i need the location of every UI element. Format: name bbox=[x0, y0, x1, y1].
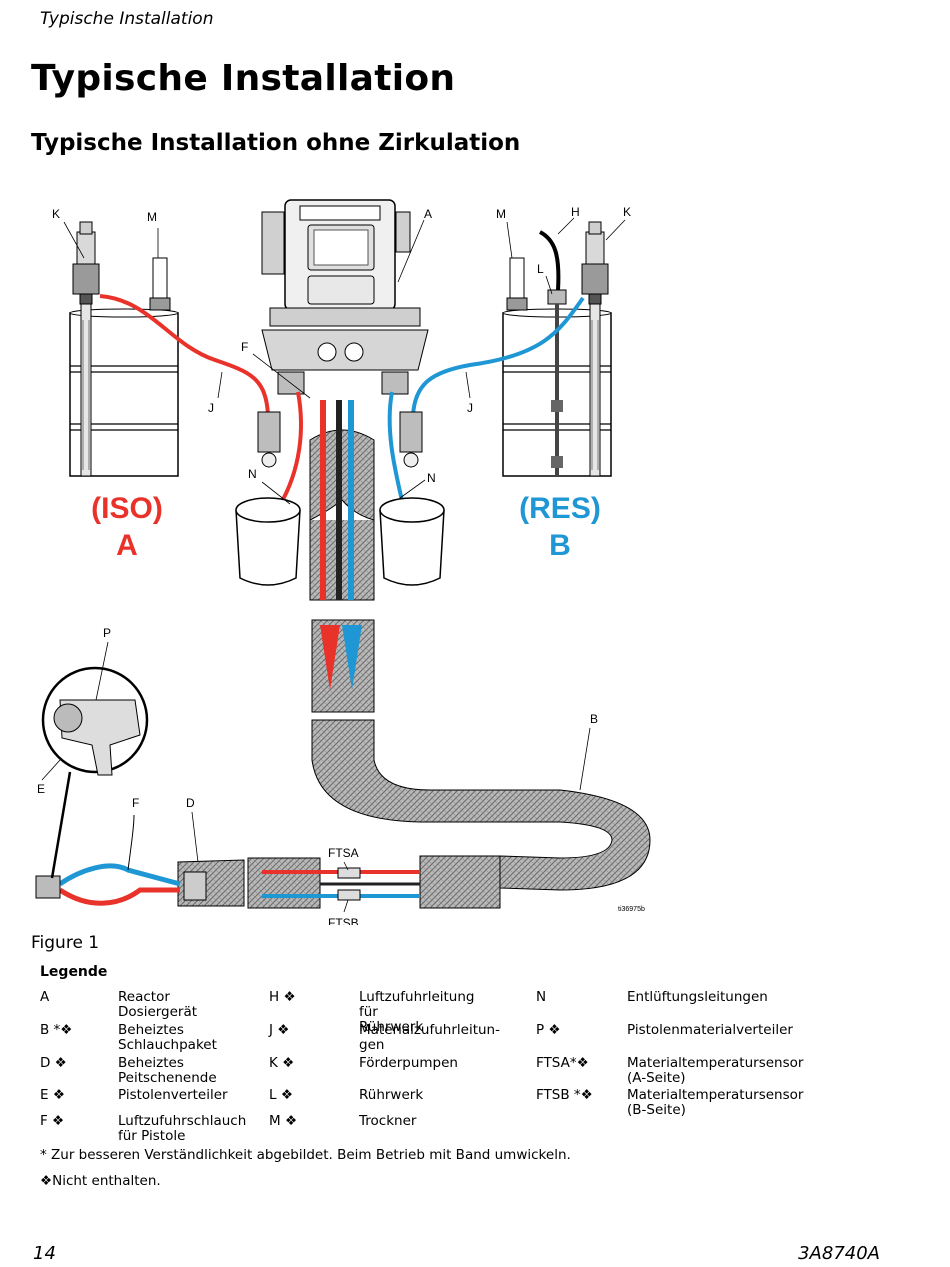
whip-hose-assembly bbox=[177, 855, 501, 909]
legend-text: Beheiztes Peitschenende bbox=[118, 1055, 217, 1086]
callout-p: P bbox=[103, 626, 111, 640]
callout-ftsa: FTSA bbox=[328, 846, 359, 860]
legend-text: Entlüftungsleitungen bbox=[627, 989, 768, 1005]
document-number: 3A8740A bbox=[798, 1243, 880, 1264]
callout-m-left: M bbox=[147, 210, 157, 224]
legend-key: J ❖ bbox=[269, 1022, 290, 1038]
legend-text: Pistolenmaterialverteiler bbox=[627, 1022, 793, 1038]
section-title: Typische Installation ohne Zirkulation bbox=[31, 130, 521, 156]
drawing-id: ti36975b bbox=[618, 906, 645, 913]
callout-f-bottom: F bbox=[132, 796, 139, 810]
callout-d: D bbox=[186, 796, 195, 810]
gun-air-hose bbox=[35, 814, 207, 906]
legend-key: FTSB *❖ bbox=[536, 1087, 593, 1103]
gun-inset bbox=[41, 666, 149, 879]
legend-text: Materialzufuhrleitun- gen bbox=[359, 1022, 500, 1053]
callout-e: E bbox=[37, 782, 45, 796]
legend-key: M ❖ bbox=[269, 1113, 298, 1129]
legend-key: E ❖ bbox=[40, 1087, 65, 1103]
dryer-iso bbox=[149, 257, 171, 311]
callout-n-left: N bbox=[248, 467, 257, 481]
callout-m-right: M bbox=[496, 207, 506, 221]
reactor-proportioner bbox=[261, 199, 429, 395]
callout-k-left: K bbox=[52, 207, 60, 221]
bleed-line-iso bbox=[278, 391, 303, 506]
legend-key: K ❖ bbox=[269, 1055, 295, 1071]
legend-text: Materialtemperatursensor (A-Seite) bbox=[627, 1055, 804, 1086]
legend-text: Luftzufuhrleitung für Rührwerk bbox=[359, 989, 475, 1035]
legend-key: D ❖ bbox=[40, 1055, 67, 1071]
supply-hose-iso bbox=[99, 294, 270, 416]
heated-hose-bundle bbox=[309, 400, 651, 891]
callout-b: B bbox=[590, 712, 598, 726]
legend-key: H ❖ bbox=[269, 989, 296, 1005]
legend-text: Luftzufuhrschlauch für Pistole bbox=[118, 1113, 247, 1144]
page-number: 14 bbox=[33, 1243, 56, 1264]
callout-k-right: K bbox=[623, 205, 631, 219]
legend-key: F ❖ bbox=[40, 1113, 65, 1129]
callout-h: H bbox=[571, 205, 580, 219]
legend-key: B *❖ bbox=[40, 1022, 73, 1038]
figure-caption: Figure 1 bbox=[31, 933, 100, 953]
legend-text: Förderpumpen bbox=[359, 1055, 458, 1071]
running-head: Typische Installation bbox=[40, 9, 214, 29]
feed-pump-res bbox=[581, 221, 609, 477]
callout-j-left: J bbox=[208, 401, 214, 415]
callout-f-top: F bbox=[241, 340, 248, 354]
legend-key: A bbox=[40, 989, 50, 1005]
callout-n-right: N bbox=[427, 471, 436, 485]
legend-text: Rührwerk bbox=[359, 1087, 424, 1103]
callout-ftsb: FTSB bbox=[328, 916, 359, 925]
legend-key: N bbox=[536, 989, 547, 1005]
legend-text: Trockner bbox=[359, 1113, 417, 1129]
waste-container-iso bbox=[235, 497, 301, 586]
callout-j-right: J bbox=[467, 401, 473, 415]
legend-text: Pistolenverteiler bbox=[118, 1087, 228, 1103]
installation-diagram: K M A M H K L F J J N N P B E F D FTSA F… bbox=[35, 199, 651, 925]
feed-pump-iso bbox=[72, 221, 100, 477]
res-label: (RES) bbox=[519, 492, 601, 525]
res-letter: B bbox=[549, 529, 571, 562]
page-title: Typische Installation bbox=[31, 58, 456, 99]
legend-title: Legende bbox=[40, 964, 108, 980]
iso-label: (ISO) bbox=[91, 492, 163, 525]
supply-hose-res bbox=[411, 296, 585, 416]
inlet-valve-iso bbox=[257, 411, 281, 468]
legend-key: FTSA*❖ bbox=[536, 1055, 589, 1071]
legend-text: Beheiztes Schlauchpaket bbox=[118, 1022, 217, 1053]
legend-key: L ❖ bbox=[269, 1087, 293, 1103]
agitator bbox=[538, 230, 567, 476]
bleed-line-res bbox=[387, 391, 405, 506]
legend-text: Materialtemperatursensor (B-Seite) bbox=[627, 1087, 804, 1118]
callout-a: A bbox=[424, 207, 432, 221]
note-diamond: ❖Nicht enthalten. bbox=[40, 1173, 161, 1189]
iso-letter: A bbox=[116, 529, 138, 562]
leader-lines bbox=[41, 217, 626, 913]
callout-l: L bbox=[537, 262, 544, 276]
inlet-valve-res bbox=[399, 411, 423, 468]
note-star: * Zur besseren Verständlichkeit abgebild… bbox=[40, 1147, 571, 1163]
dryer-res bbox=[506, 257, 528, 311]
waste-container-res bbox=[379, 497, 445, 586]
legend-key: P ❖ bbox=[536, 1022, 561, 1038]
legend-text: Reactor Dosiergerät bbox=[118, 989, 198, 1020]
